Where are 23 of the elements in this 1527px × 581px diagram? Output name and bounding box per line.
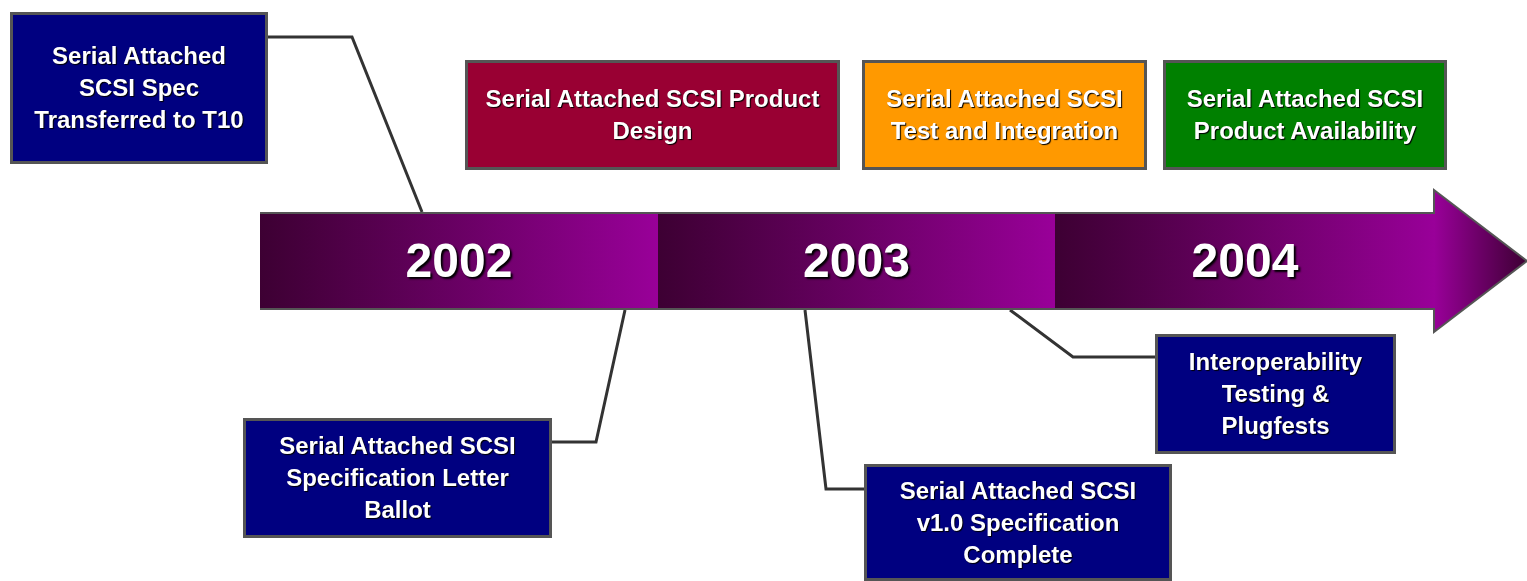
milestone-text: Serial Attached SCSI Product Availability: [1185, 84, 1425, 146]
milestone-text: Serial Attached SCSI Product Design: [484, 84, 821, 146]
leader-line: [268, 35, 424, 213]
milestone-box: [243, 418, 552, 538]
timeline-segment: [658, 212, 1055, 310]
milestone-text: Interoperability Testing & Plugfests: [1187, 347, 1364, 441]
leader-line: [552, 309, 627, 444]
milestone-box: [465, 60, 840, 170]
year-label: 2004: [1191, 233, 1299, 289]
year-label: 2002: [405, 233, 513, 289]
milestone-text: Serial Attached SCSI Test and Integration: [885, 84, 1124, 146]
milestone-box: [10, 12, 268, 164]
milestone-box: [1163, 60, 1447, 170]
timeline-segment: [260, 212, 658, 310]
leader-line: [803, 309, 864, 491]
milestone-box: [864, 464, 1172, 581]
milestone-box: [1155, 334, 1396, 454]
leader-line: [1009, 308, 1155, 359]
milestone-box: [862, 60, 1147, 170]
milestone-text: Serial Attached SCSI Specification Letter Ballot: [278, 431, 517, 525]
milestone-text: Serial Attached SCSI v1.0 Specification Complete: [898, 475, 1138, 570]
milestone-text: Serial Attached SCSI Spec Transferred to T10: [33, 41, 245, 135]
year-label: 2003: [803, 233, 910, 289]
